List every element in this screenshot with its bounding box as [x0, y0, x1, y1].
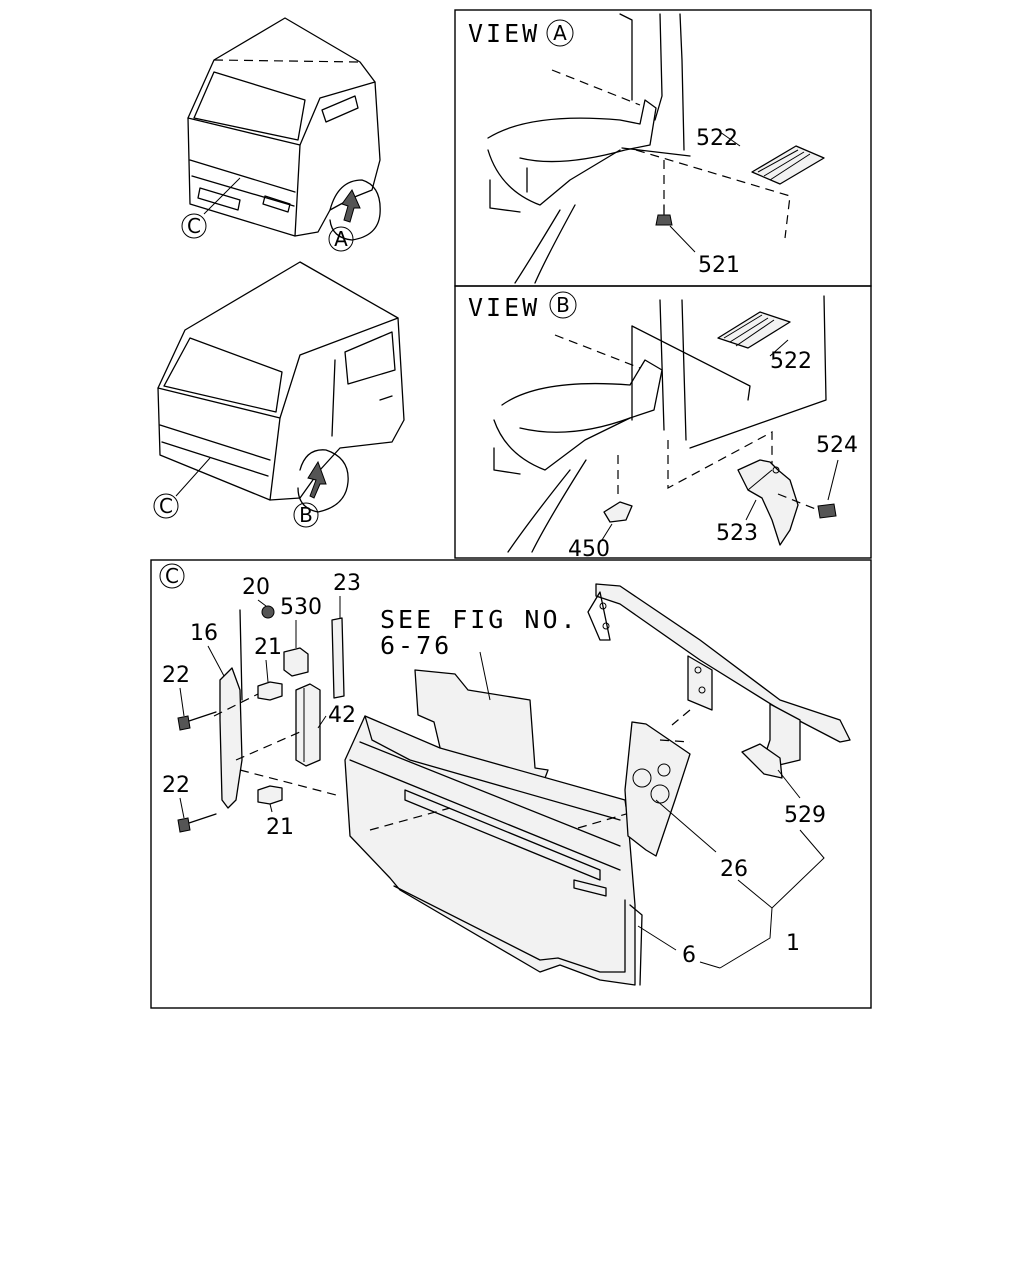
- view-a-marker: A: [553, 21, 567, 45]
- part-label-26: 26: [720, 857, 748, 882]
- view-a-title: VIEW: [468, 19, 540, 48]
- part-label-21-a: 21: [254, 635, 282, 660]
- crew-cab-detail-marker: C: [159, 494, 173, 518]
- part-label-6: 6: [682, 943, 696, 968]
- view-b-panel: VIEW B 522 524 523 450: [454, 285, 872, 562]
- part-label-22-a: 22: [162, 663, 190, 688]
- part-label-16: 16: [190, 621, 218, 646]
- view-a-panel: VIEW A 522 521: [454, 9, 872, 287]
- truck-standard-cab-illustration: C A: [181, 17, 381, 252]
- crew-cab-view-marker: B: [299, 503, 313, 527]
- view-b-marker: B: [556, 293, 570, 317]
- truck-crew-cab-illustration: C B: [153, 261, 405, 528]
- part-label-21-b: 21: [266, 815, 294, 840]
- part-label-522-a: 522: [696, 126, 738, 151]
- part-label-522-b: 522: [770, 349, 812, 374]
- view-c-marker: C: [165, 564, 179, 588]
- view-c-panel: C SEE FIG NO. 6-76: [150, 559, 872, 1009]
- part-label-22-b: 22: [162, 773, 190, 798]
- standard-cab-view-marker: A: [334, 227, 348, 251]
- part-label-23: 23: [333, 571, 361, 596]
- note-see-fig-line2: 6-76: [380, 631, 452, 660]
- part-label-42: 42: [328, 703, 356, 728]
- note-see-fig-line1: SEE FIG NO.: [380, 605, 579, 634]
- standard-cab-detail-marker: C: [187, 214, 201, 238]
- view-b-title: VIEW: [468, 293, 540, 322]
- part-label-521: 521: [698, 253, 740, 278]
- part-label-20: 20: [242, 575, 270, 600]
- part-label-524: 524: [816, 433, 858, 458]
- part-label-530: 530: [280, 595, 322, 620]
- part-label-529: 529: [784, 803, 826, 828]
- part-label-450: 450: [568, 537, 610, 562]
- part-label-523: 523: [716, 521, 758, 546]
- part-label-1: 1: [786, 931, 800, 956]
